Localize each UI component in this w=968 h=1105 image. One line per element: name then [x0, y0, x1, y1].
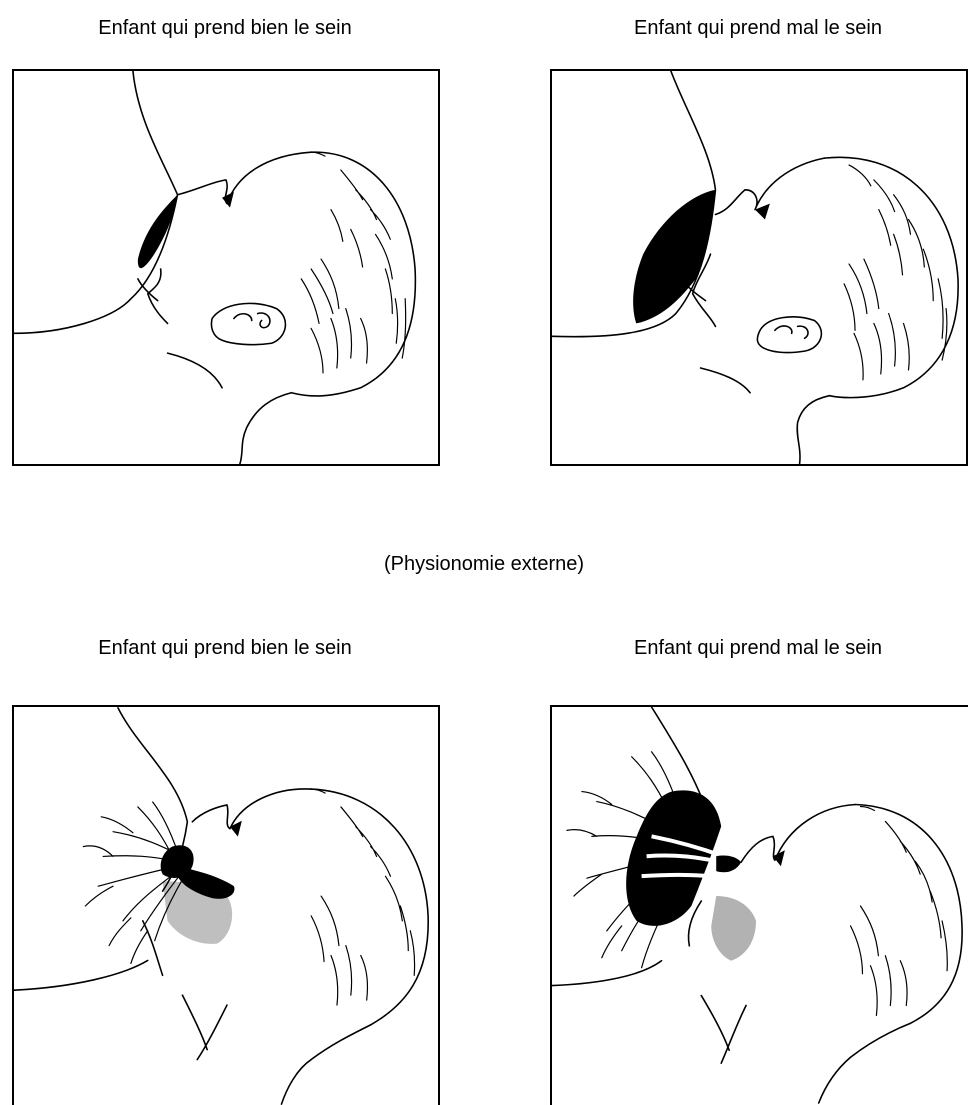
caption-poor-latch-external: Enfant qui prend mal le sein: [550, 16, 966, 40]
baby-breastfeeding-drawing: [552, 71, 966, 464]
caption-external-view: (Physionomie externe): [0, 552, 968, 576]
illustration-poor-latch-external: [550, 69, 968, 466]
baby-breastfeeding-cross-section-drawing: [14, 707, 438, 1105]
baby-breastfeeding-cross-section-drawing: [552, 707, 968, 1105]
caption-poor-latch-internal: Enfant qui prend mal le sein: [550, 636, 966, 660]
illustration-good-latch-external: [12, 69, 440, 466]
illustration-poor-latch-internal: [550, 705, 968, 1105]
baby-breastfeeding-drawing: [14, 71, 438, 464]
caption-good-latch-internal: Enfant qui prend bien le sein: [12, 636, 438, 660]
illustration-good-latch-internal: [12, 705, 440, 1105]
caption-good-latch-external: Enfant qui prend bien le sein: [12, 16, 438, 40]
